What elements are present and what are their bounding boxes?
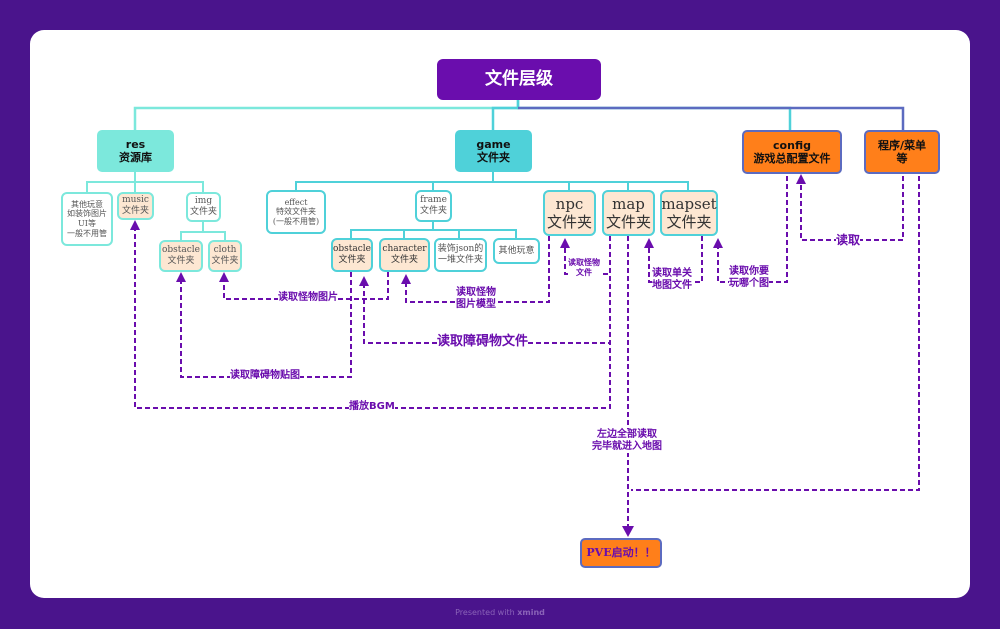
root-title: 文件层级 xyxy=(485,69,553,90)
res-obstacle-node[interactable]: obstacle 文件夹 xyxy=(159,240,203,272)
decor-sublabel: 一堆文件夹 xyxy=(437,255,483,265)
map-label: map xyxy=(612,195,645,213)
decor-label: 装饰json的 xyxy=(437,244,484,255)
mindmap-canvas xyxy=(30,30,970,598)
config-node[interactable]: config 游戏总配置文件 xyxy=(742,130,842,174)
npc-label: npc xyxy=(555,195,584,213)
effect-sublabel: 特效文件夹 xyxy=(276,207,316,217)
footer: Presented with xmind xyxy=(0,608,1000,617)
res-other-line: 如装饰图片 xyxy=(67,209,107,219)
rel-line: 读取怪物 xyxy=(568,258,600,267)
rel-read-obstacle-tex: 读取障碍物贴图 xyxy=(230,370,300,382)
cloth-node[interactable]: cloth 文件夹 xyxy=(208,240,242,272)
res-node[interactable]: res 资源库 xyxy=(97,130,174,172)
character-label: character xyxy=(382,244,427,255)
res-label: res xyxy=(125,137,146,151)
character-node[interactable]: character 文件夹 xyxy=(379,238,430,272)
effect-label: effect xyxy=(284,197,308,207)
root-node[interactable]: 文件层级 xyxy=(437,59,601,100)
npc-sublabel: 文件夹 xyxy=(546,213,592,231)
img-node[interactable]: img 文件夹 xyxy=(186,192,221,222)
frame-label: frame xyxy=(420,195,447,206)
cloth-label: cloth xyxy=(213,245,237,256)
program-sublabel: 等 xyxy=(896,152,908,165)
pve-start-node[interactable]: PVE启动！！ xyxy=(580,538,662,568)
rel-read-monster-img: 读取怪物图片 xyxy=(278,292,338,304)
others-node[interactable]: 其他玩意 xyxy=(493,238,540,264)
rel-line: 读取单关 xyxy=(652,268,692,279)
character-sublabel: 文件夹 xyxy=(390,255,418,265)
rel-line: 左边全部读取 xyxy=(597,429,657,440)
res-other-node[interactable]: 其他玩意 如装饰图片 UI等 一般不用管 xyxy=(61,192,113,246)
cloth-sublabel: 文件夹 xyxy=(211,256,239,266)
game-node[interactable]: game 文件夹 xyxy=(455,130,532,172)
pve-start-label: PVE启动！！ xyxy=(586,546,656,560)
res-other-line: 一般不用管 xyxy=(67,228,107,238)
rel-line: 读取怪物 xyxy=(456,287,496,298)
rel-read-monster-model: 读取怪物 图片模型 xyxy=(456,287,496,311)
res-sublabel: 资源库 xyxy=(119,151,152,164)
program-label: 程序/菜单 xyxy=(877,138,927,152)
res-obstacle-sublabel: 文件夹 xyxy=(167,256,195,266)
rel-line: 地图文件 xyxy=(652,280,692,291)
frame-node[interactable]: frame 文件夹 xyxy=(415,190,452,222)
music-node[interactable]: music 文件夹 xyxy=(117,192,154,220)
game-obstacle-label: obstacle xyxy=(332,244,372,255)
game-label: game xyxy=(476,137,511,151)
program-node[interactable]: 程序/菜单 等 xyxy=(864,130,940,174)
mapset-label: mapset xyxy=(661,195,717,213)
music-sublabel: 文件夹 xyxy=(121,206,149,216)
rel-read-monster-file: 读取怪物 文件 xyxy=(568,258,600,278)
rel-read-single-map: 读取单关 地图文件 xyxy=(652,268,692,292)
npc-node[interactable]: npc 文件夹 xyxy=(543,190,596,236)
effect-note: (一般不用管) xyxy=(272,216,320,226)
rel-play-bgm: 播放BGM xyxy=(349,401,395,413)
map-sublabel: 文件夹 xyxy=(605,213,651,231)
effect-node[interactable]: effect 特效文件夹 (一般不用管) xyxy=(266,190,326,234)
rel-left-all-read: 左边全部读取 完毕就进入地图 xyxy=(592,429,662,453)
game-obstacle-sublabel: 文件夹 xyxy=(338,255,366,265)
others-label: 其他玩意 xyxy=(498,245,535,256)
rel-line: 图片模型 xyxy=(456,299,496,310)
music-label: music xyxy=(122,195,149,206)
rel-read-obstacle-file: 读取障碍物文件 xyxy=(437,334,529,350)
rel-read: 读取 xyxy=(836,233,861,248)
footer-text: Presented with xyxy=(455,608,515,617)
game-sublabel: 文件夹 xyxy=(477,151,510,164)
frame-sublabel: 文件夹 xyxy=(419,206,447,216)
rel-line: 文件 xyxy=(576,267,592,277)
map-node[interactable]: map 文件夹 xyxy=(602,190,655,236)
rel-line: 读取你要 xyxy=(729,266,769,277)
res-obstacle-label: obstacle xyxy=(161,245,201,256)
footer-brand[interactable]: xmind xyxy=(517,608,545,617)
decor-node[interactable]: 装饰json的 一堆文件夹 xyxy=(434,238,487,272)
img-label: img xyxy=(194,196,213,207)
rel-read-which-map: 读取你要 玩哪个图 xyxy=(729,266,769,290)
mapset-node[interactable]: mapset 文件夹 xyxy=(660,190,718,236)
game-obstacle-node[interactable]: obstacle 文件夹 xyxy=(331,238,373,272)
img-sublabel: 文件夹 xyxy=(189,207,217,217)
config-label: config xyxy=(773,138,811,152)
config-sublabel: 游戏总配置文件 xyxy=(753,152,831,165)
rel-line: 玩哪个图 xyxy=(729,278,769,289)
res-other-line: 其他玩意 xyxy=(71,199,103,209)
mapset-sublabel: 文件夹 xyxy=(666,213,712,231)
rel-line: 完毕就进入地图 xyxy=(592,441,662,452)
res-other-line: UI等 xyxy=(78,219,96,228)
